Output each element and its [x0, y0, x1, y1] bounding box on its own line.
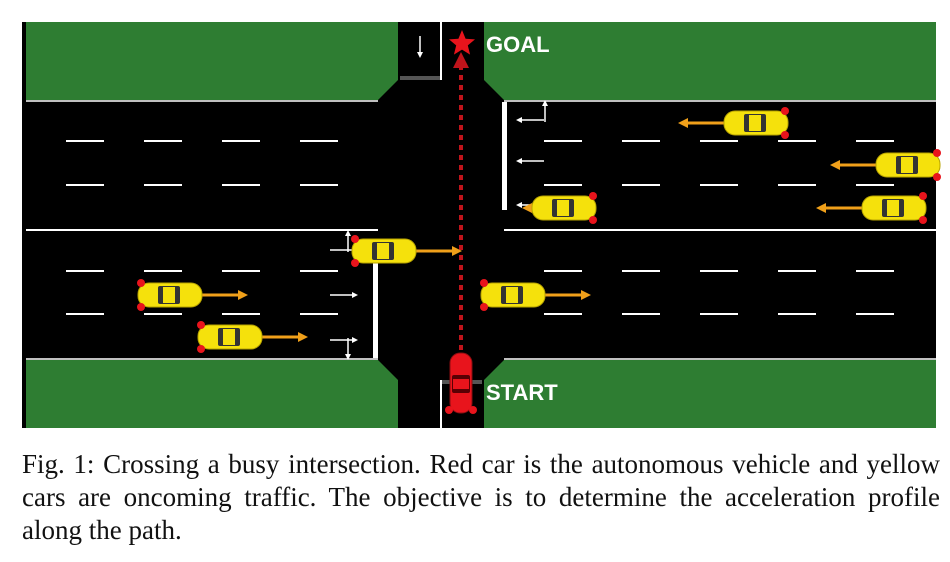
- grass-bottom-left: [26, 360, 398, 428]
- car-icon: [480, 279, 591, 311]
- path-arrowhead: [453, 52, 469, 68]
- lane-arrow-icon: [330, 292, 358, 298]
- autonomous-car: [445, 352, 477, 414]
- lane-arrow-icon: [330, 337, 358, 343]
- corner-tl: [378, 80, 398, 100]
- stop-line-right: [502, 102, 507, 210]
- car-icon: [137, 279, 248, 311]
- start-label: START: [486, 380, 558, 405]
- lane-arrow-icon: [345, 338, 351, 360]
- car-icon: [830, 149, 941, 181]
- grass-bottom-right: [484, 360, 936, 428]
- stop-line-top: [400, 76, 440, 80]
- star-icon: [449, 30, 475, 55]
- corner-tr: [484, 80, 504, 100]
- corner-br: [484, 360, 504, 380]
- lane-dashes: [66, 140, 894, 315]
- lane-arrow-icon: [417, 36, 423, 58]
- goal-label: GOAL: [486, 32, 550, 57]
- figure-caption: Fig. 1: Crossing a busy intersection. Re…: [22, 449, 940, 545]
- car-icon: [197, 321, 308, 353]
- grass-top-right: [484, 22, 936, 100]
- grass-top-left: [26, 22, 398, 100]
- car-icon: [678, 107, 789, 139]
- car-icon: [521, 192, 597, 224]
- lane-arrow-icon: [345, 230, 351, 252]
- lane-arrow-icon: [516, 117, 544, 123]
- car-icon: [351, 235, 462, 267]
- car-icon: [816, 192, 927, 224]
- traffic-cars: [137, 107, 941, 353]
- intersection-figure: GOAL START: [22, 22, 941, 428]
- corner-bl: [378, 360, 398, 380]
- lane-arrow-icon: [542, 100, 548, 122]
- lane-arrow-icon: [516, 158, 544, 164]
- stop-line-left: [373, 256, 378, 358]
